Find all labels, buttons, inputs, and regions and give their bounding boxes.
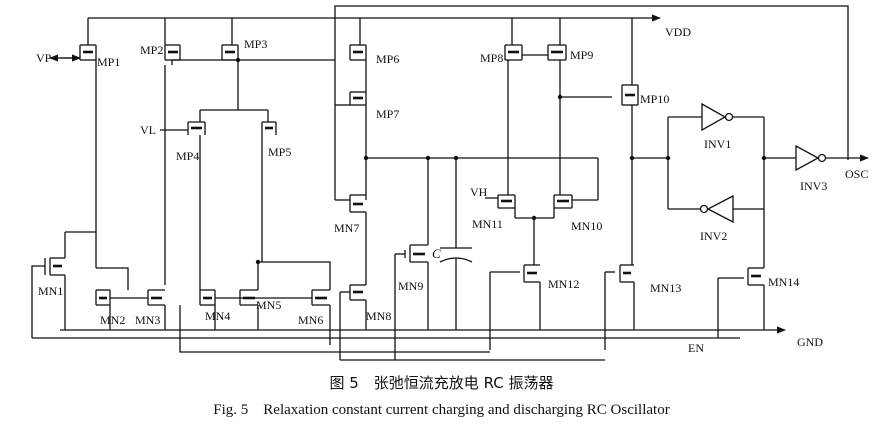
mn9-label: MN9 (398, 279, 423, 293)
mn14-transistor (717, 267, 765, 338)
mn1-label: MN1 (38, 284, 63, 298)
en-bus (32, 305, 740, 361)
mn4-label: MN4 (205, 309, 230, 323)
mp2-label: MP2 (140, 43, 163, 57)
mn13-label: MN13 (650, 281, 681, 295)
mn1-transistor (31, 231, 96, 338)
mn10-mn11-pair (485, 158, 599, 265)
figure-caption-english: Fig. 5 Relaxation constant current charg… (213, 402, 670, 418)
mn2-label: MN2 (100, 313, 125, 327)
inv2-label: INV2 (700, 229, 727, 243)
mp6-mp7-charge-path (334, 44, 598, 360)
inv3-label: INV3 (800, 179, 827, 193)
mp7-label: MP7 (376, 107, 399, 121)
mp10-label: MP10 (640, 92, 669, 106)
inv3-gate (795, 144, 869, 172)
mn12-transistor (489, 264, 541, 350)
gate-ticks (53, 50, 761, 300)
mp8-label: MP8 (480, 51, 503, 65)
mp2-transistor (164, 44, 181, 285)
mn14-label: MN14 (768, 275, 799, 289)
osc-label: OSC (845, 167, 868, 181)
mp4-mp5-diff-pair (160, 109, 277, 290)
mn7-label: MN7 (334, 221, 359, 235)
junction-dots (235, 57, 767, 265)
inv1-gate (668, 102, 764, 132)
osc-feedback-wire (334, 5, 849, 160)
mn3-label: MN3 (135, 313, 160, 327)
mp9-label: MP9 (570, 48, 593, 62)
mp6-label: MP6 (376, 52, 399, 66)
mn5-label: MN5 (256, 298, 281, 312)
vdd-rail (87, 14, 661, 85)
mn8-label: MN8 (366, 309, 391, 323)
mp3-transistor (172, 44, 335, 110)
gnd-label: GND (797, 335, 823, 349)
figure-caption-chinese: 图 5 张弛恒流充放电 RC 振荡器 (329, 374, 554, 392)
mn10-label: MN10 (571, 219, 602, 233)
latch-wires (667, 117, 796, 268)
vh-label: VH (470, 185, 488, 199)
mn12-label: MN12 (548, 277, 579, 291)
mn11-label: MN11 (472, 217, 503, 231)
mp8-mp9-load (504, 44, 612, 195)
en-label: EN (688, 341, 704, 355)
mp3-label: MP3 (244, 37, 267, 51)
capacitor-label: C (432, 246, 441, 261)
mp5-label: MP5 (268, 145, 291, 159)
inv2-gate (668, 194, 764, 224)
mn6-label: MN6 (298, 313, 323, 327)
vp-label: VP (36, 51, 52, 65)
vdd-label: VDD (665, 25, 691, 39)
mp1-label: MP1 (97, 55, 120, 69)
mp10-mn13-stage (604, 84, 668, 350)
inv1-label: INV1 (704, 137, 731, 151)
mp4-label: MP4 (176, 149, 199, 163)
mn2-mn3-mirror (95, 267, 166, 330)
mn9-transistor (394, 158, 429, 360)
capacitor-c (439, 158, 473, 330)
vl-label: VL (140, 123, 156, 137)
